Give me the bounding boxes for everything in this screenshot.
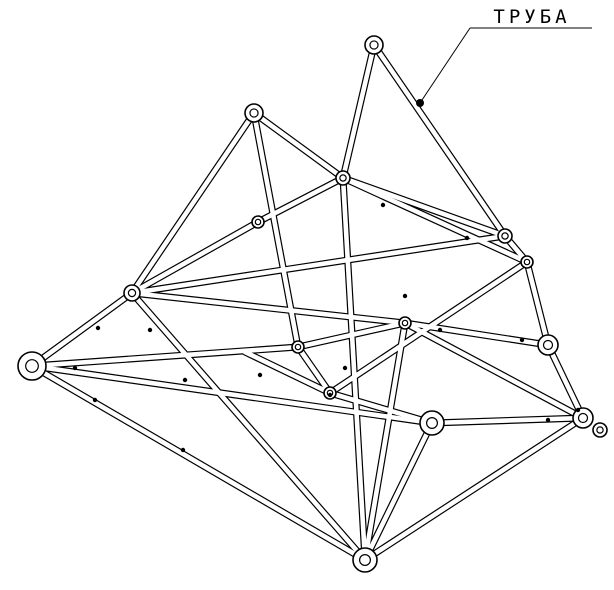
joint-fitting: [123, 284, 141, 302]
tube-member-fill: [340, 42, 377, 181]
tube-member-fill: [362, 415, 586, 563]
tube-member-fill: [129, 110, 257, 296]
tube-member-fill: [402, 320, 551, 348]
joint-bore: [577, 412, 589, 424]
joint-fitting: [398, 316, 412, 330]
bolt-dot: [257, 372, 263, 378]
tube-member-fill: [129, 290, 408, 326]
joint-bore: [25, 359, 39, 373]
joint-fitting: [291, 340, 305, 354]
joint-fitting: [572, 407, 594, 429]
tube-member-fill: [251, 110, 301, 350]
joint-fitting: [251, 215, 265, 229]
tube-member-fill: [371, 42, 508, 239]
joint-bore: [339, 174, 347, 182]
bolt-dot: [92, 397, 98, 403]
tube-member-fill: [340, 175, 508, 239]
joint-bore: [523, 258, 531, 266]
joint-fitting: [17, 351, 47, 381]
bolt-dot: [182, 377, 188, 383]
joint-fitting: [244, 103, 264, 123]
joint-fitting: [364, 35, 384, 55]
tube-member-fill: [402, 320, 586, 421]
tube-member-fill: [524, 259, 551, 348]
bolt-dot: [402, 293, 408, 299]
tube-member-fill: [29, 363, 435, 426]
tube-member-fill: [340, 175, 530, 265]
tube-member-fill: [429, 415, 586, 426]
callout-label-tube: ТРУБА: [493, 6, 571, 28]
tube-members: [28, 41, 587, 564]
joint-fitting: [592, 422, 608, 438]
bolt-dot: [95, 325, 101, 331]
tube-member-fill: [295, 344, 333, 396]
tube-member-fill: [327, 390, 435, 426]
bolt-dot: [464, 235, 470, 241]
joint-bore: [426, 417, 439, 430]
joint-bore: [369, 40, 379, 50]
joint-bore: [254, 218, 262, 226]
tube-member-fill: [129, 233, 508, 296]
callout-leader-line: [419, 27, 471, 104]
joint-bore: [294, 343, 302, 351]
tube-member-fill: [255, 175, 346, 225]
tube-member-fill: [295, 320, 408, 350]
joint-bore: [501, 232, 509, 240]
tube-member-fill: [129, 290, 368, 563]
bolt-dot: [72, 365, 78, 371]
tube-member-fill: [545, 342, 586, 421]
joint-bore: [401, 319, 409, 327]
tube-member-fill: [362, 420, 435, 563]
joint-fitting: [419, 410, 445, 436]
tube-member-fill: [242, 349, 333, 396]
bolt-dot: [180, 447, 186, 453]
bolt-dot: [519, 337, 525, 343]
bolt-dot: [342, 365, 348, 371]
joint-bore: [596, 426, 604, 434]
joint-fitting: [497, 228, 513, 244]
bolt-dots: [72, 202, 581, 453]
callout-dot: [416, 99, 424, 107]
joint-fitting: [520, 255, 534, 269]
bolt-dot: [147, 327, 153, 333]
bolt-dot: [327, 392, 333, 398]
tube-member-fill: [29, 363, 368, 563]
bolt-dot: [575, 407, 581, 413]
joint-bore: [249, 108, 259, 118]
joint-fitting: [537, 334, 559, 356]
tube-member-fill: [129, 219, 261, 296]
tube-member-fill: [251, 110, 346, 181]
tube-member-fill: [29, 344, 301, 369]
joint-bore: [542, 339, 554, 351]
joint-bore: [359, 553, 372, 566]
joint-fitting: [335, 170, 351, 186]
tube-member-fill: [340, 175, 368, 563]
bolt-dot: [545, 417, 551, 423]
tube-member-fill: [362, 320, 408, 563]
bolt-dot: [380, 202, 386, 208]
tube-member-fill: [29, 290, 135, 369]
joint-nodes: [17, 35, 608, 573]
joint-fitting: [352, 547, 378, 573]
joint-bore: [127, 288, 137, 298]
bolt-dot: [437, 327, 443, 333]
